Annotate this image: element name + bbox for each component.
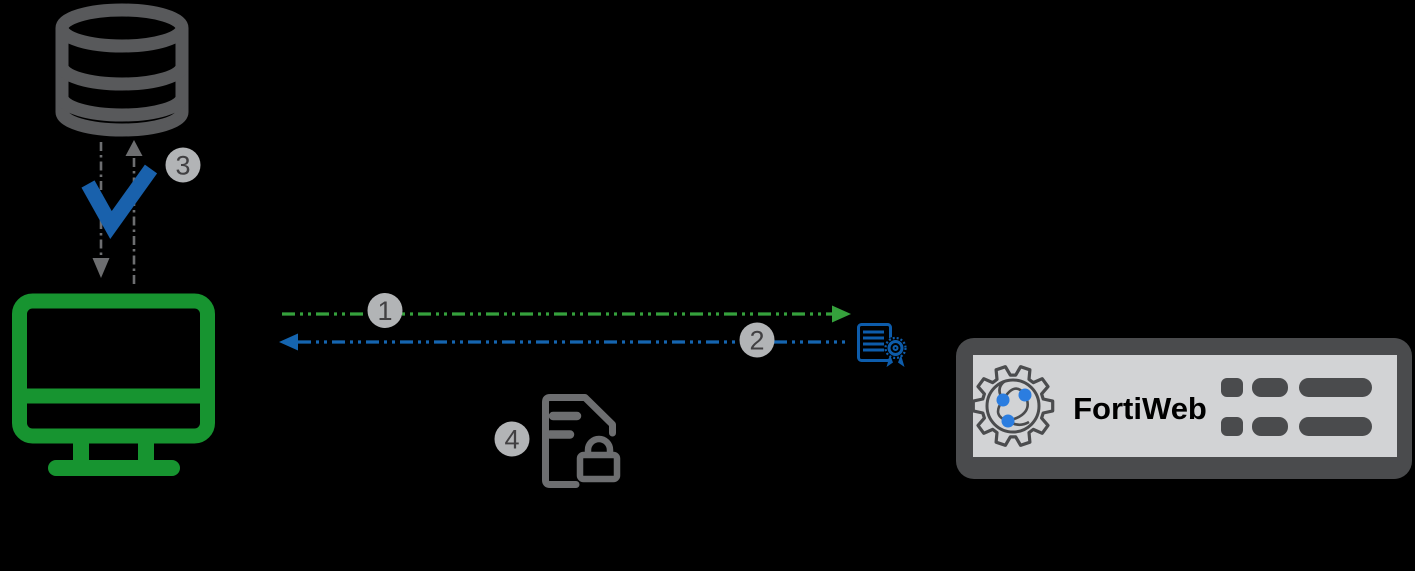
appliance-panel — [973, 355, 1397, 457]
response-arrow — [279, 333, 845, 351]
appliance-label: FortiWeb — [1073, 391, 1207, 426]
step-4-number: 4 — [504, 425, 519, 455]
query-down-arrow — [92, 142, 110, 278]
step-2-number: 2 — [749, 326, 764, 356]
certificate-icon — [857, 323, 907, 367]
step-1-number: 1 — [377, 296, 392, 326]
response-up-arrow — [125, 140, 143, 287]
check-icon — [81, 164, 158, 239]
step-badge-3: 3 — [165, 147, 201, 183]
step-badge-1: 1 — [367, 293, 403, 328]
appliance-vents — [1221, 378, 1372, 436]
locked-document-icon — [542, 394, 621, 488]
fortiweb-appliance: FortiWeb — [956, 338, 1412, 479]
step-badge-2: 2 — [739, 322, 775, 358]
gear-network-icon — [971, 365, 1055, 447]
database-icon — [55, 3, 189, 137]
step-3-number: 3 — [175, 151, 190, 181]
request-arrow — [282, 305, 851, 323]
step-badge-4: 4 — [494, 421, 530, 457]
monitor-icon — [12, 293, 215, 476]
